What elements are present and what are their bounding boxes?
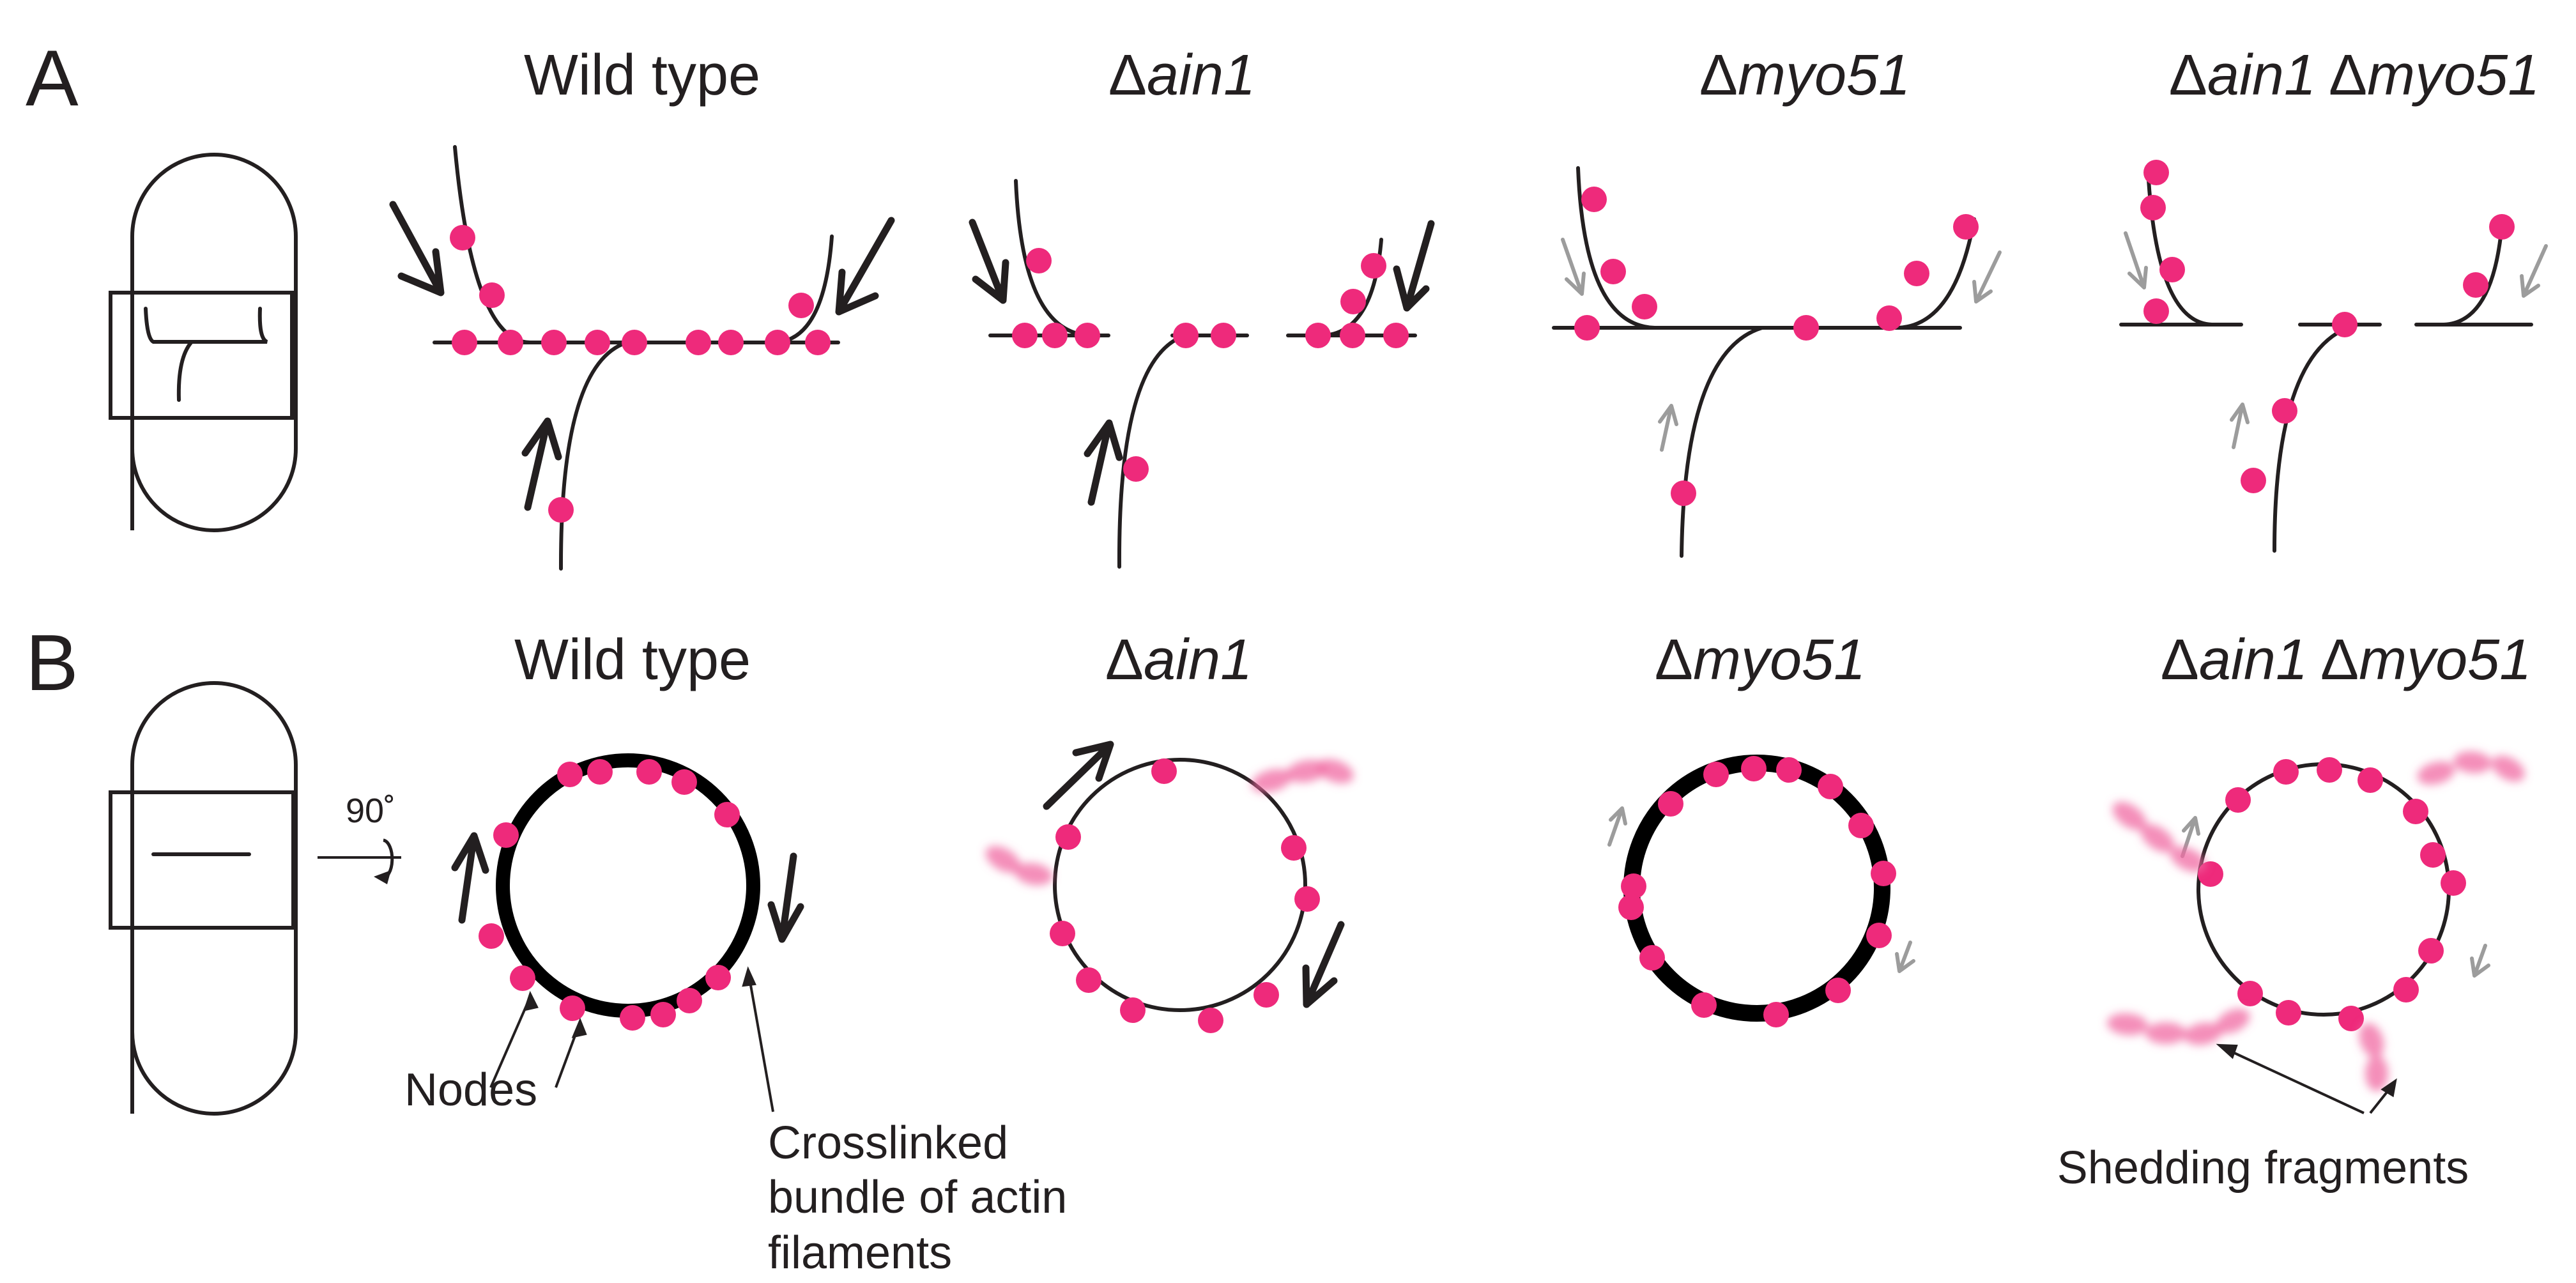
rotation-90-icon: 90˚	[318, 792, 401, 884]
bundle-label-line1: Crosslinked	[768, 1118, 1008, 1169]
panel-b-wild-type-ring	[378, 635, 878, 1136]
panel-b-cell-schematic	[109, 681, 298, 1116]
panel-b-title-myo51: Δmyo51	[1655, 628, 1866, 692]
panel-b-ain1-myo51-diagram: Shedding fragments	[2057, 751, 2525, 1194]
panel-a-wild-type-diagram	[389, 145, 895, 571]
panel-a-title-myo51: Δmyo51	[1699, 43, 1910, 107]
panel-b-title-wild-type: Wild type	[514, 628, 751, 692]
panel-a-ain1-diagram	[969, 179, 1435, 569]
panel-b-wild-type-diagram: Nodes Crosslinked bundle of actin filame…	[404, 753, 1067, 1279]
arrow	[389, 201, 895, 511]
shedding-fragments-label: Shedding fragments	[2057, 1142, 2469, 1194]
panel-b-myo51-diagram	[1607, 755, 1915, 1027]
panel-b-letter: B	[26, 619, 79, 707]
panel-a-title-ain1: Δain1	[1108, 43, 1255, 107]
bundle-label-line3: filaments	[768, 1227, 952, 1279]
bundle-label-line2: bundle of actin	[768, 1172, 1067, 1223]
panel-a-myo51-diagram	[1552, 166, 2002, 558]
panel-a-letter: A	[26, 35, 79, 123]
nodes-label: Nodes	[404, 1064, 537, 1116]
panel-a-ain1-myo51-diagram	[2119, 160, 2548, 553]
nodes	[450, 225, 831, 523]
svg-text:90˚: 90˚	[346, 792, 395, 830]
panel-b-ain1-diagram	[985, 741, 1354, 1033]
panel-a-title-wild-type: Wild type	[524, 43, 760, 107]
panel-a-cell-schematic	[109, 153, 298, 532]
panel-b-title-ain1: Δain1	[1105, 628, 1252, 692]
